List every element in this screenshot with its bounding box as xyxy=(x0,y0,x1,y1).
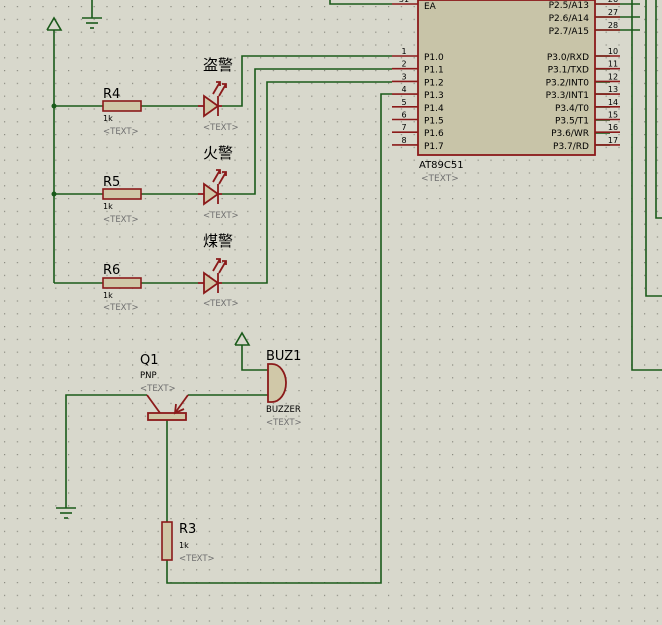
mcu-pin-name: P3.6/WR xyxy=(551,129,589,139)
mcu-pin-name: P3.7/RD xyxy=(553,142,589,152)
resistor-r5[interactable]: R5 1k <TEXT> xyxy=(102,175,142,225)
resistor-ref: R4 xyxy=(103,87,120,102)
mcu-pin-number: 13 xyxy=(608,85,618,94)
resistor-r4[interactable]: R4 1k <TEXT> xyxy=(102,87,142,137)
mcu-text-placeholder: <TEXT> xyxy=(421,174,459,184)
led-gas-alarm[interactable] xyxy=(198,258,227,295)
mcu-pin-number: 26 xyxy=(608,0,618,4)
mcu-pin-name: P3.3/INT1 xyxy=(546,91,589,101)
mcu-pin-number: 5 xyxy=(401,98,406,107)
led-label: 盗警 xyxy=(203,56,233,74)
power-symbol-left-icon[interactable] xyxy=(46,16,63,31)
led-theft-alarm[interactable] xyxy=(198,81,227,118)
resistor-text-placeholder: <TEXT> xyxy=(103,303,139,313)
mcu-pin-name: P1.6 xyxy=(424,129,444,139)
mcu-pin-number: 2 xyxy=(401,60,406,69)
buzzer-type: BUZZER xyxy=(266,405,301,415)
mcu-pin-name: P3.5/T1 xyxy=(555,117,589,127)
mcu-pin-name: P1.5 xyxy=(424,117,444,127)
mcu-pin-name: P1.2 xyxy=(424,78,444,88)
mcu-pin-number: 3 xyxy=(401,72,406,81)
mcu-pin-name: P1.4 xyxy=(424,104,444,114)
mcu-pin-number: 12 xyxy=(608,72,618,81)
mcu-pin-name: EA xyxy=(424,2,437,12)
mcu-pin-name: P3.1/TXD xyxy=(548,66,589,76)
resistor-value: 1k xyxy=(103,202,113,211)
mcu-pin-name: P2.5/A13 xyxy=(549,1,589,11)
resistor-text-placeholder: <TEXT> xyxy=(179,554,215,564)
mcu-pin-name: P1.7 xyxy=(424,142,444,152)
resistor-value: 1k xyxy=(179,541,189,550)
junction-dot xyxy=(51,191,57,197)
transistor-arrow-icon xyxy=(173,403,185,415)
transistor-base-bar[interactable] xyxy=(147,412,187,421)
mcu-body[interactable] xyxy=(417,0,596,156)
mcu-pin-name: P1.1 xyxy=(424,66,444,76)
mcu-pin-name: P2.6/A14 xyxy=(549,14,590,24)
resistor-text-placeholder: <TEXT> xyxy=(103,127,139,137)
mcu-pin-number: 6 xyxy=(401,111,406,120)
mcu-pin-name: P1.3 xyxy=(424,91,444,101)
resistor-r3[interactable]: R3 1k <TEXT> xyxy=(161,521,215,564)
resistor-body[interactable] xyxy=(161,521,173,561)
mcu-pin-name: P2.7/A15 xyxy=(549,27,589,37)
led-label: 煤警 xyxy=(203,232,233,250)
led-label: 火警 xyxy=(203,144,233,162)
mcu-pin-number: 4 xyxy=(401,85,406,94)
power-symbol-buzzer-icon[interactable] xyxy=(234,331,251,346)
led-text-placeholder: <TEXT> xyxy=(203,299,239,309)
resistor-value: 1k xyxy=(103,291,113,300)
mcu-chip[interactable] xyxy=(417,0,596,156)
resistor-r6[interactable]: R6 1k <TEXT> xyxy=(102,263,142,313)
mcu-pin-name: P3.4/T0 xyxy=(555,104,589,114)
resistor-ref: R3 xyxy=(179,522,196,537)
mcu-pin-number: 1 xyxy=(401,47,406,56)
mcu-pin-number: 11 xyxy=(608,60,618,69)
junction-dots xyxy=(51,103,57,197)
transistor-text-placeholder: <TEXT> xyxy=(140,384,176,394)
mcu-pin-name: P3.2/INT0 xyxy=(546,78,590,88)
mcu-pin-number: 17 xyxy=(608,136,618,145)
transistor-ref: Q1 xyxy=(140,353,159,368)
buzzer-buz1[interactable] xyxy=(267,363,287,403)
resistor-body[interactable] xyxy=(102,277,142,289)
mcu-pin-number: 31 xyxy=(399,0,409,4)
resistor-ref: R6 xyxy=(103,263,120,278)
led-fire-alarm[interactable] xyxy=(198,169,227,206)
buzzer-text-placeholder: <TEXT> xyxy=(266,418,302,428)
mcu-pin-number: 7 xyxy=(401,123,406,132)
mcu-pin-number: 27 xyxy=(608,8,618,17)
buzzer-ref: BUZ1 xyxy=(266,349,301,364)
mcu-pin-number: 16 xyxy=(608,123,618,132)
mcu-ref-label: AT89C51 xyxy=(419,160,464,171)
resistor-body[interactable] xyxy=(102,188,142,200)
mcu-pin-number: 28 xyxy=(608,21,618,30)
resistor-body[interactable] xyxy=(102,100,142,112)
resistor-ref: R5 xyxy=(103,175,120,190)
resistor-text-placeholder: <TEXT> xyxy=(103,215,139,225)
led-text-placeholder: <TEXT> xyxy=(203,211,239,221)
mcu-pins: 31EA 1P1.0 2P1.1 3P1.2 4P1.3 5P1.4 6P1.5 7P1.6 8… xyxy=(392,0,620,152)
resistor-value: 1k xyxy=(103,114,113,123)
mcu-pin-number: 10 xyxy=(608,47,618,56)
junction-dot xyxy=(51,103,57,109)
mcu-pin-number: 14 xyxy=(608,98,618,107)
led-text-placeholder: <TEXT> xyxy=(203,123,239,133)
mcu-pin-number: 15 xyxy=(608,111,618,120)
transistor-type: PNP xyxy=(140,371,157,381)
mcu-pin-name: P3.0/RXD xyxy=(547,53,589,63)
mcu-pin-number: 8 xyxy=(401,136,406,145)
buzzer-icon[interactable] xyxy=(267,363,287,403)
mcu-pin-name: P1.0 xyxy=(424,53,444,63)
ground-symbol-emitter-icon[interactable] xyxy=(56,507,76,519)
transistor-q1[interactable] xyxy=(146,394,189,421)
ground-symbol-top-icon[interactable] xyxy=(82,17,102,29)
